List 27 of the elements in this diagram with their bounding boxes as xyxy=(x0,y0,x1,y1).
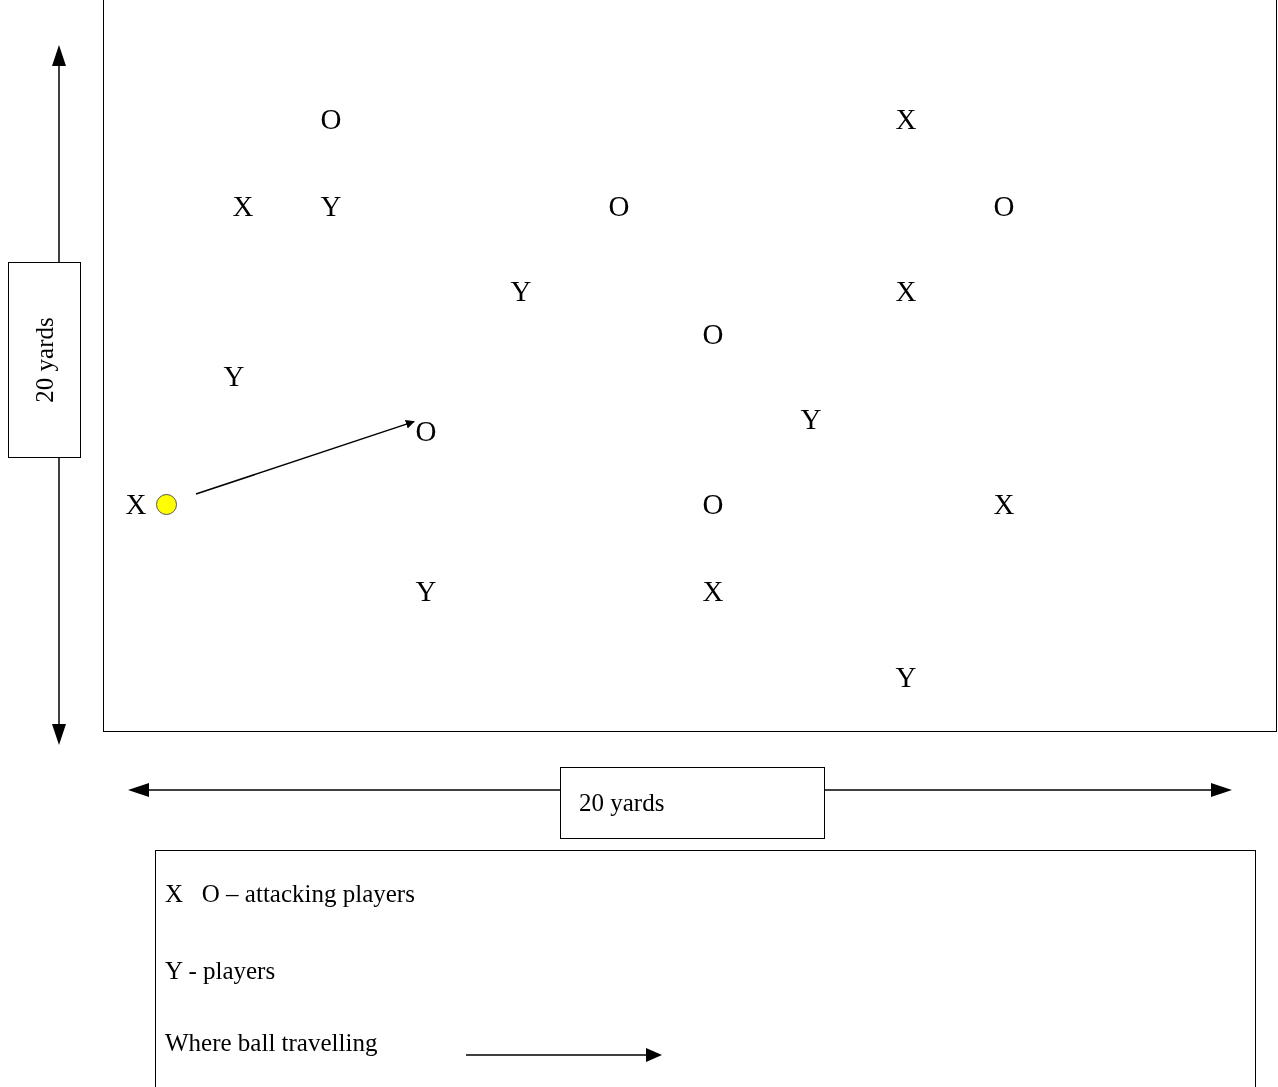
player-marker: Y xyxy=(415,576,437,606)
player-marker: O xyxy=(702,319,724,349)
key-text: Where ball travelling xyxy=(165,1030,378,1055)
ball-circle xyxy=(156,494,177,515)
player-marker: X xyxy=(895,276,917,306)
player-marker: O xyxy=(415,416,437,446)
key-text: X O – attacking players xyxy=(165,881,415,906)
key-box xyxy=(155,850,1256,1087)
player-marker: X xyxy=(993,489,1015,519)
player-marker: O xyxy=(320,104,342,134)
pitch-area xyxy=(103,0,1277,732)
player-marker: O xyxy=(702,489,724,519)
player-marker: Y xyxy=(895,662,917,692)
player-marker: X xyxy=(232,191,254,221)
player-marker: Y xyxy=(510,276,532,306)
player-marker: O xyxy=(608,191,630,221)
player-marker: X xyxy=(702,576,724,606)
dimension-label: 20 yards xyxy=(8,262,81,458)
player-marker: X xyxy=(895,104,917,134)
player-marker: Y xyxy=(800,404,822,434)
player-marker: Y xyxy=(320,191,342,221)
player-marker: X xyxy=(125,489,147,519)
pass-arrow xyxy=(195,419,415,495)
player-marker: Y xyxy=(223,361,245,391)
player-marker: O xyxy=(993,191,1015,221)
dimension-label: 20 yards xyxy=(560,767,825,839)
key-text: Y - players xyxy=(165,958,276,983)
